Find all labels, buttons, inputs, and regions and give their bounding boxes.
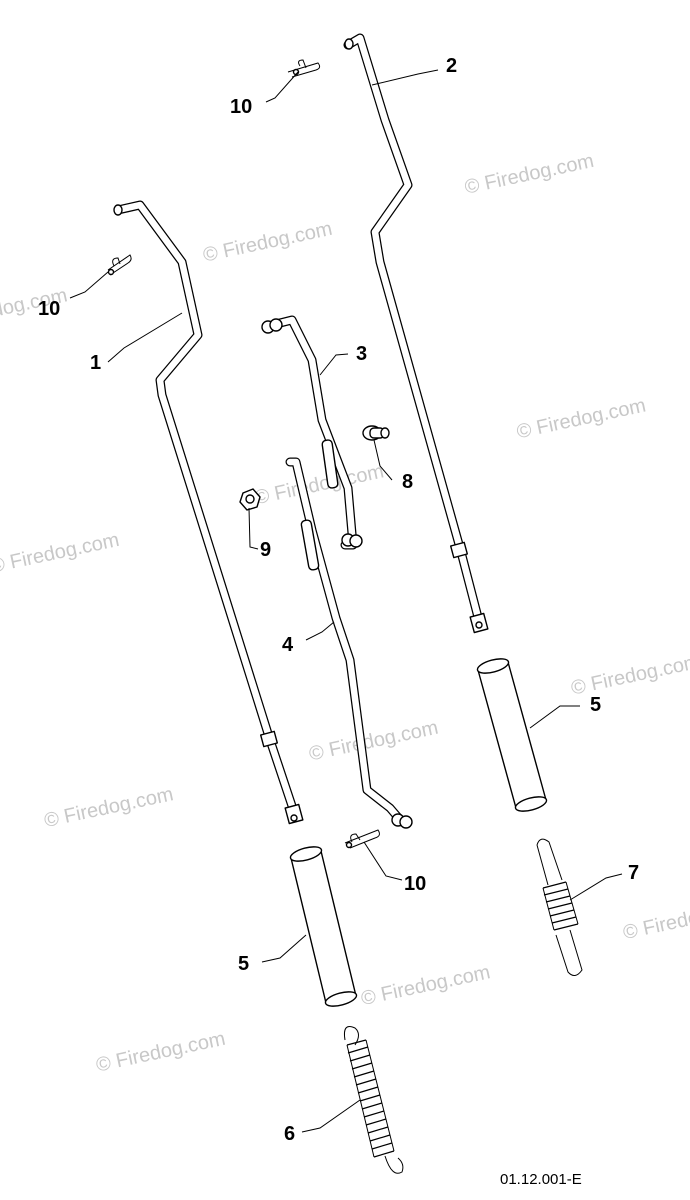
watermark: © Firedog.com xyxy=(94,1028,227,1077)
part-1-rod xyxy=(113,200,304,825)
diagram-code: 01.12.001-E xyxy=(500,1171,582,1188)
watermark: © Firedog.com xyxy=(359,961,492,1010)
part-4-rod xyxy=(285,457,413,829)
callout-5-upper: 5 xyxy=(590,694,601,716)
callout-8: 8 xyxy=(402,471,413,493)
callout-3: 3 xyxy=(356,343,367,365)
watermark: © Firedog.com xyxy=(253,460,386,509)
callout-5-lower: 5 xyxy=(238,953,249,975)
part-3-rod xyxy=(261,315,363,550)
callout-10-top: 10 xyxy=(230,96,252,118)
callout-6: 6 xyxy=(284,1123,295,1145)
watermark: © Firedog.com xyxy=(621,895,690,944)
watermarks: © Firedog.com © Firedog.com © Firedog.co… xyxy=(0,150,690,1077)
callout-9: 9 xyxy=(260,539,271,561)
callout-1: 1 xyxy=(90,352,101,374)
watermark: © Firedog.com xyxy=(0,529,121,578)
part-9-nut xyxy=(239,488,261,511)
watermark: © Firedog.com xyxy=(42,783,175,832)
watermark: © Firedog.com xyxy=(201,218,334,267)
watermark: © Firedog.com xyxy=(463,150,596,199)
part-2-rod xyxy=(343,33,489,634)
part-7-spring xyxy=(536,838,583,976)
part-10-clip-left xyxy=(107,254,132,276)
callout-4: 4 xyxy=(282,634,294,656)
part-6-spring xyxy=(344,1026,404,1174)
part-8-pin xyxy=(362,425,390,441)
watermark: © Firedog.com xyxy=(569,651,690,700)
callouts: 1 2 3 4 5 5 6 7 8 9 10 10 10 xyxy=(38,55,639,1145)
leader-lines xyxy=(69,69,623,1133)
part-10-clip-bottom xyxy=(344,829,380,849)
part-5-grip-lower xyxy=(289,846,358,1007)
callout-10-bottom: 10 xyxy=(404,873,426,895)
callout-7: 7 xyxy=(628,862,639,884)
part-10-clip-top xyxy=(287,59,321,78)
watermark: © Firedog.com xyxy=(307,717,440,766)
callout-2: 2 xyxy=(446,55,457,77)
watermark: © Firedog.com xyxy=(515,395,648,444)
callout-10-left: 10 xyxy=(38,298,60,320)
part-5-grip-upper xyxy=(476,658,548,812)
